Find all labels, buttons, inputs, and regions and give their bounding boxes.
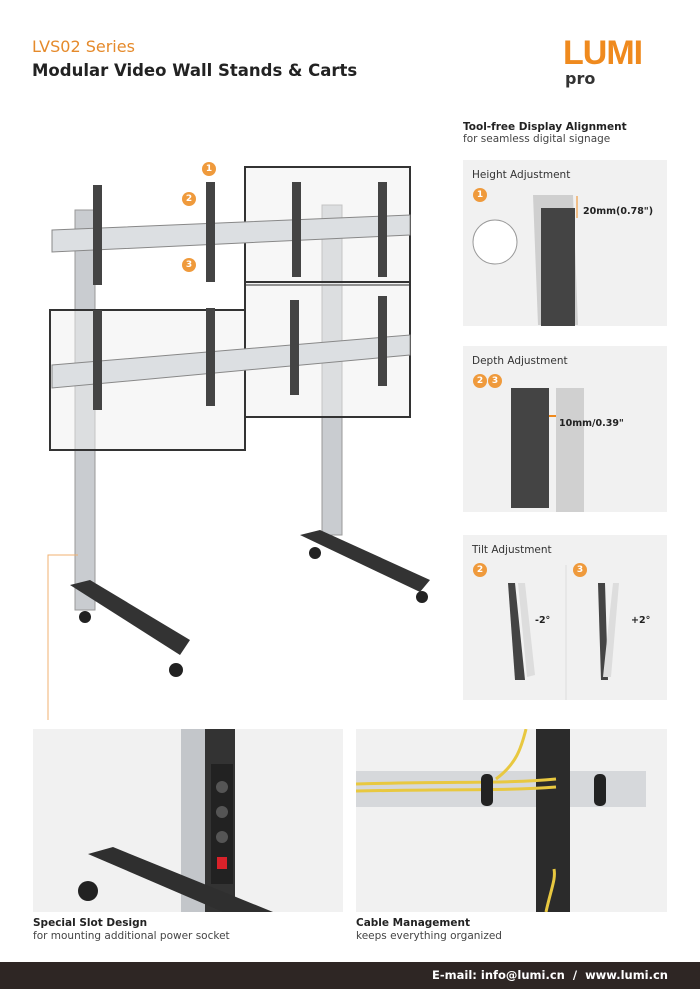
- lumi-pro-logo: LUMI pro: [563, 34, 643, 88]
- height-adjustment-panel: Height Adjustment 1 20mm(0.78"): [463, 160, 667, 326]
- badge-2: 2: [473, 563, 487, 577]
- footer: E-mail: info@lumi.cn / www.lumi.cn: [0, 962, 700, 989]
- page-title: Modular Video Wall Stands & Carts: [32, 61, 358, 80]
- tilt-adjustment-panel: Tilt Adjustment 2 3 -2° +2°: [463, 535, 667, 700]
- cable-management-subtitle: keeps everything organized: [356, 930, 502, 942]
- depth-diagram: [511, 388, 584, 512]
- badge-1: 1: [473, 188, 487, 202]
- video-wall-stand-illustration: [47, 166, 430, 720]
- left-base: [70, 580, 190, 655]
- slot-design-title: Special Slot Design: [33, 917, 148, 929]
- cable-management-photo: [356, 729, 667, 912]
- tilt-diagram: [508, 565, 619, 700]
- cable-management-title: Cable Management: [356, 917, 470, 929]
- feature-subtitle: for seamless digital signage: [463, 133, 611, 145]
- callout-2: 2: [182, 192, 196, 206]
- callout-1: 1: [202, 162, 216, 176]
- slot-design-subtitle: for mounting additional power socket: [33, 930, 230, 942]
- badge-3: 3: [488, 374, 502, 388]
- contact-info: E-mail: info@lumi.cn / www.lumi.cn: [432, 968, 668, 982]
- top-rail: [51, 214, 411, 253]
- height-diagram: [472, 195, 578, 326]
- badge-3: 3: [573, 563, 587, 577]
- badge-2: 2: [473, 374, 487, 388]
- callout-3: 3: [182, 258, 196, 272]
- right-base: [300, 530, 430, 592]
- series-label: LVS02 Series: [32, 37, 135, 56]
- feature-title: Tool-free Display Alignment: [463, 121, 627, 133]
- power-socket-photo: [33, 729, 343, 912]
- depth-adjustment-panel: Depth Adjustment 2 3 10mm/0.39": [463, 346, 667, 512]
